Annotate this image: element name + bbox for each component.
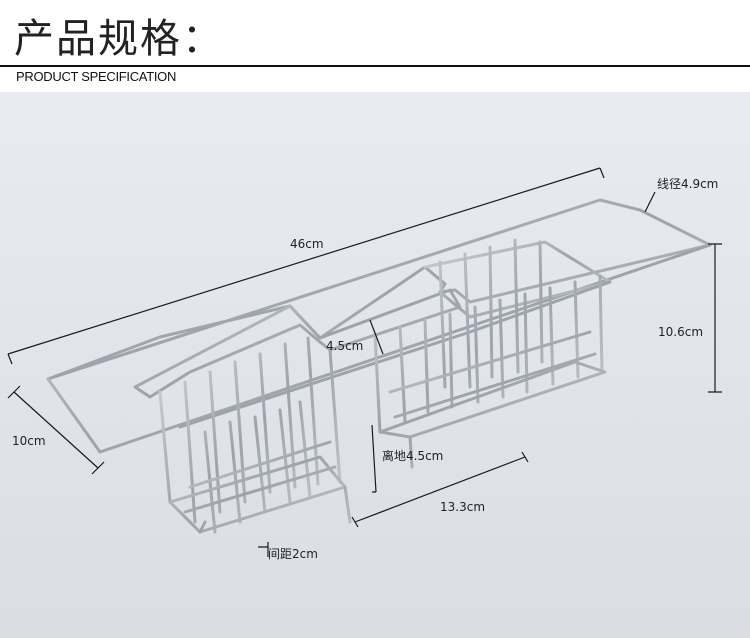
height-label: 10.6cm <box>658 325 703 339</box>
wire-diameter-leader <box>644 191 656 213</box>
title-divider <box>0 65 750 67</box>
basket-length-line <box>351 451 529 528</box>
product-diagram: 46cm 线径4.9cm 10.6cm 10cm 4.5cm 离地4.5cm 1… <box>0 92 750 638</box>
frame-front-edge <box>46 243 712 454</box>
basket-legs <box>198 435 414 534</box>
right-basket-verticals <box>373 238 604 434</box>
basket-length-label: 13.3cm <box>440 500 485 514</box>
right-basket-bottom <box>378 330 607 439</box>
inner-depth-line <box>369 319 384 355</box>
photo-background <box>0 92 750 638</box>
page-subtitle: PRODUCT SPECIFICATION <box>16 69 177 84</box>
spacing-line <box>258 542 269 557</box>
spacing-label: 间距2cm <box>268 547 318 561</box>
ground-clearance-line <box>371 424 377 493</box>
ground-clearance-label: 离地4.5cm <box>382 448 443 463</box>
wire-diameter-label: 线径4.9cm <box>657 177 718 191</box>
length-dimension-line <box>7 167 605 365</box>
header: 产品规格： PRODUCT SPECIFICATION <box>0 0 750 92</box>
dimension-lines <box>7 167 722 557</box>
length-label: 46cm <box>290 237 324 251</box>
width-dimension-line <box>7 385 105 475</box>
inner-depth-label: 4.5cm <box>326 339 363 353</box>
product-photo: 46cm 线径4.9cm 10.6cm 10cm 4.5cm 离地4.5cm 1… <box>0 92 750 638</box>
width-label: 10cm <box>12 434 46 448</box>
height-dimension-line <box>708 243 722 393</box>
page-title: 产品规格： <box>14 16 224 62</box>
wire-basket <box>46 198 712 534</box>
right-basket-rim-lower <box>178 280 612 429</box>
